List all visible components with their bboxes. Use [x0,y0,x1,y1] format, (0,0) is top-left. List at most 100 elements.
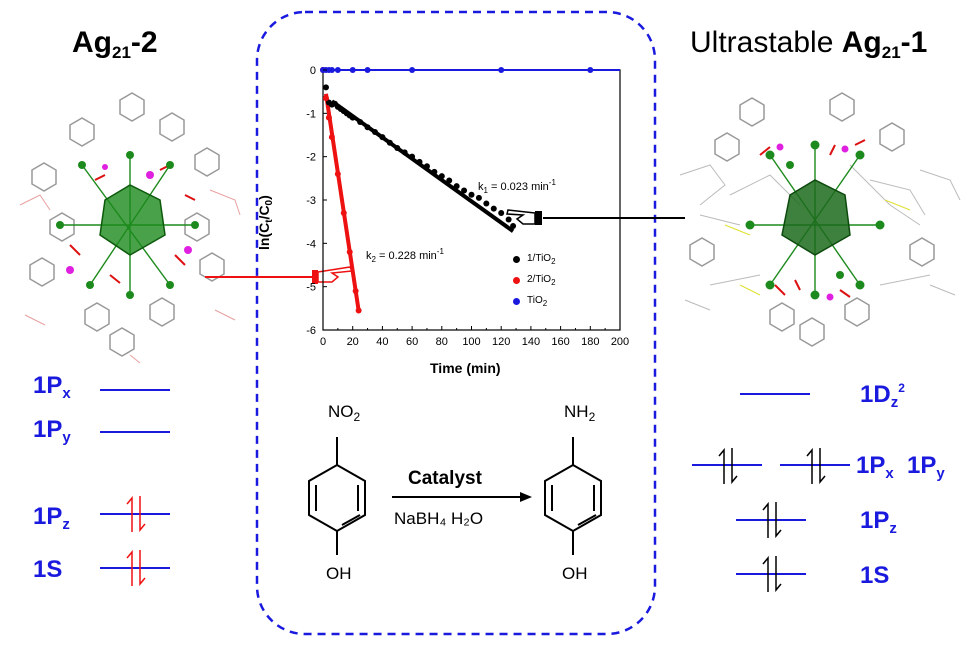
x-tick-label: 200 [611,336,629,348]
x-tick-label: 180 [581,336,599,348]
left-pointer-arrow [205,266,354,284]
data-point-s1 [357,119,364,125]
x-tick-label: 100 [462,336,480,348]
reactant-oh-label: OH [326,564,352,583]
data-point-s1 [322,84,329,91]
data-point-s1 [453,183,460,190]
data-point-s1 [371,128,378,135]
left-cluster-structure [19,92,241,364]
x-tick-label: 20 [347,336,359,348]
right-level-1s-label: 1S [860,562,890,589]
right-level-1dz2-label: 1Dz2 [860,381,905,411]
data-point-s1 [498,210,505,216]
data-point-s3 [364,67,371,73]
y-tick-label: -2 [306,152,316,164]
right-cluster-title: Ultrastable Ag21-1 [690,26,928,62]
y-tick-label: -4 [306,238,316,250]
right-pointer-arrow [506,209,685,225]
data-point-s3 [409,67,416,73]
data-point-s2 [340,210,347,216]
data-point-s3 [498,67,505,73]
right-1s-electron-arrows [762,555,782,593]
y-tick-label: -5 [306,282,316,294]
reaction-scheme-structures [308,437,602,555]
data-point-s1 [386,139,393,146]
reactant-no2-label: NO2 [328,402,361,424]
data-point-s3 [349,67,356,73]
right-cluster-structure [679,92,961,347]
x-tick-label: 120 [492,336,510,348]
x-tick-label: 160 [551,336,569,348]
left-level-1s-label: 1S [33,556,63,583]
data-point-s1 [490,205,497,212]
data-point-s1 [510,223,517,229]
product-oh-label: OH [562,564,588,583]
data-point-s2 [325,114,332,121]
data-point-s2 [346,249,353,255]
product-nh2-label: NH2 [564,402,596,424]
catalyst-label: Catalyst [408,468,482,489]
data-point-s1 [401,149,408,156]
data-point-s2 [328,134,335,141]
data-point-s1 [349,114,356,121]
data-point-s3 [587,67,594,73]
k1-annotation: k1 = 0.023 min-1 [478,178,556,195]
left-1s-electron-arrows [126,549,146,587]
data-point-s3 [334,67,341,73]
chart-y-axis-label: ln(Ct/C0) [256,195,275,250]
left-level-1py-label: 1Py [33,416,71,446]
data-point-s1 [461,187,468,194]
left-level-1pz-line [100,513,170,515]
chart-x-axis-label: Time (min) [430,360,501,376]
right-level-1py-line [780,464,850,466]
legend-marker-1 [513,256,520,263]
legend-label-3: TiO2 [527,295,548,308]
y-tick-label: -6 [306,325,316,337]
y-tick-label: 0 [310,65,316,77]
y-tick-label: -1 [306,108,316,120]
fit-line-2 [323,93,361,311]
right-1px-electron-arrows [718,447,738,485]
left-level-1px-label: 1Px [33,372,71,402]
data-point-s1 [364,124,371,131]
right-level-1px-line [692,464,762,466]
legend-marker-3 [513,298,520,305]
left-level-1py-line [100,431,170,433]
data-point-s2 [334,171,341,177]
y-tick-label: -3 [306,195,316,207]
data-point-s1 [409,153,416,160]
data-point-s1 [483,200,490,207]
data-point-s2 [352,288,359,294]
x-tick-label: 60 [406,336,418,348]
left-level-1pz-label: 1Pz [33,503,70,533]
legend-label-1: 1/TiO2 [527,253,556,266]
right-level-1pz-line [736,519,806,521]
data-point-s1 [379,134,386,141]
left-1pz-electron-arrows [126,495,146,533]
data-point-s2 [355,307,362,314]
right-1pz-electron-arrows [762,501,782,539]
data-point-s1 [394,145,401,151]
right-level-1pxpy-label: 1Px 1Py [856,452,945,482]
data-point-s3 [328,67,335,73]
chart-fit-lines [323,69,620,311]
x-tick-label: 0 [320,336,326,348]
data-point-s1 [431,168,438,175]
data-point-s1 [468,191,475,198]
x-tick-label: 140 [522,336,540,348]
data-point-s1 [475,194,482,201]
right-level-1dz2-line [740,393,810,395]
left-level-1px-line [100,389,170,391]
left-cluster-title: Ag21-2 [72,26,158,62]
left-level-1s-line [100,567,170,569]
data-point-s1 [438,173,445,180]
data-point-s1 [446,177,453,184]
right-1py-electron-arrows [806,447,826,485]
legend-label-2: 2/TiO2 [527,274,556,287]
legend-marker-2 [513,277,520,284]
data-point-s1 [505,216,512,223]
data-point-s1 [416,158,423,165]
x-tick-label: 80 [436,336,448,348]
